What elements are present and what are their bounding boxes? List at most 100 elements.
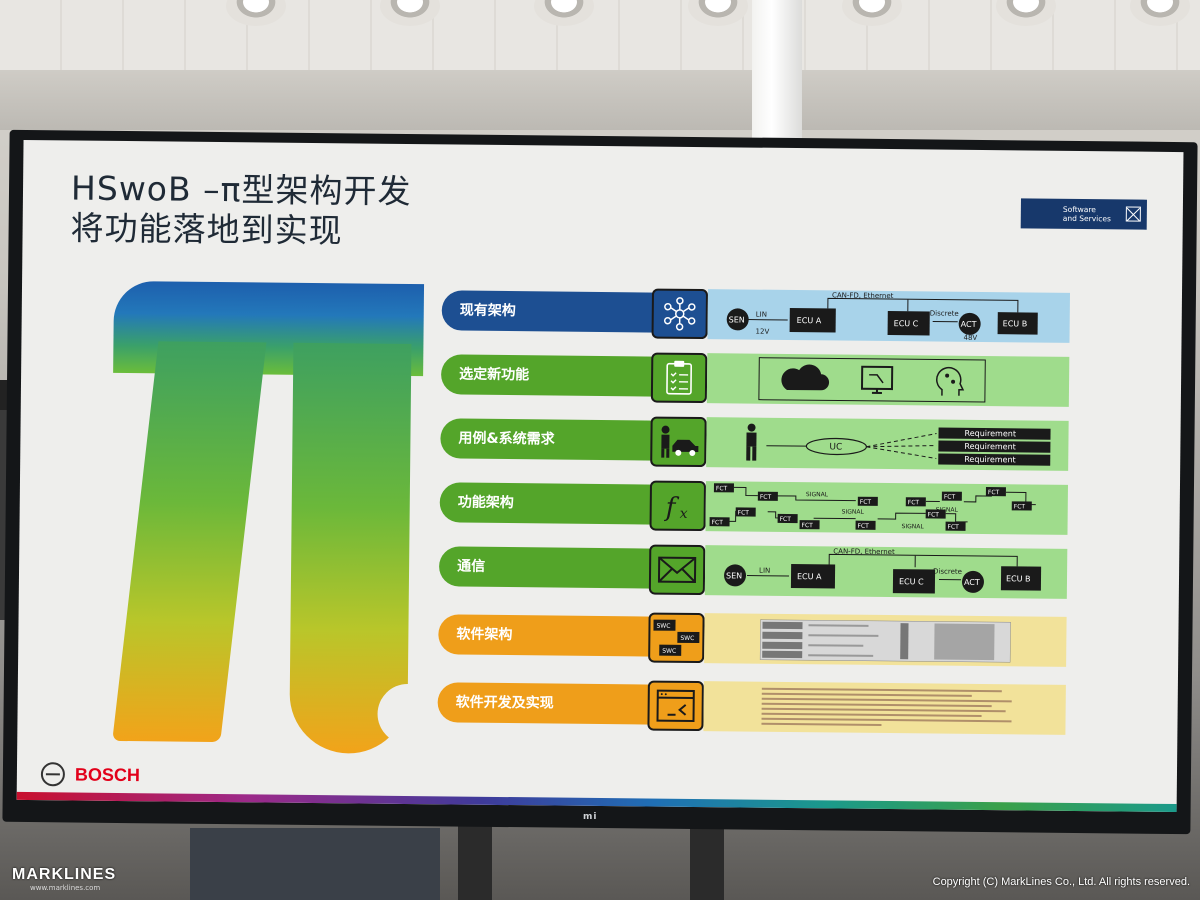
sen-label: SEN xyxy=(726,571,742,580)
uc-label: UC xyxy=(829,442,842,452)
ecu-b-label: ECU B xyxy=(1003,319,1028,328)
terminal-window-icon xyxy=(647,680,704,732)
row-software-development: 软件开发及实现 xyxy=(437,678,1067,735)
swc-label: SWC xyxy=(680,635,694,642)
slide-color-band xyxy=(16,791,1177,813)
person-car-icon xyxy=(650,416,707,468)
row-use-case-requirements: 用例&系统需求 xyxy=(440,414,1070,471)
act-label: ACT xyxy=(961,320,977,329)
ecu-a-label: ECU A xyxy=(797,316,822,325)
row-functional-architecture: 功能架构 f x FCT FCT SIGNAL FCT FCT FCT SIGN… xyxy=(439,478,1070,535)
bosch-logo: BOSCH xyxy=(40,762,141,787)
ceiling-lamp xyxy=(226,0,286,26)
fct-label: FCT xyxy=(760,494,772,501)
canfd-label: CAN-FD, Ethernet xyxy=(832,291,894,300)
new-function-panel xyxy=(706,353,1070,407)
row-communication: 通信 SEN LIN ECU A CAN-FD, Ethernet EC xyxy=(438,542,1069,599)
lin-label: LIN xyxy=(756,311,767,319)
row-label: 软件开发及实现 xyxy=(437,682,653,725)
sen-label: SEN xyxy=(729,315,745,324)
fct-label: FCT xyxy=(780,516,792,523)
requirement-label: Requirement xyxy=(964,429,1016,439)
act-label: ACT xyxy=(964,578,980,587)
row-label: 软件架构 xyxy=(438,614,654,657)
actor-icon xyxy=(746,423,757,461)
fct-label: FCT xyxy=(988,489,1000,496)
copyright-notice: Copyright (C) MarkLines Co., Ltd. All ri… xyxy=(932,876,1190,888)
canfd-label: CAN-FD, Ethernet xyxy=(833,547,895,556)
software-services-badge: Software and Services xyxy=(1020,198,1147,230)
ceiling xyxy=(0,0,1200,70)
voltage-48v-label: 48V xyxy=(963,334,977,342)
ceiling-beam xyxy=(0,70,1200,130)
ceiling-lamp xyxy=(1130,0,1190,26)
display-icon xyxy=(860,365,894,394)
signal-label: SIGNAL xyxy=(806,491,829,498)
swc-label: SWC xyxy=(662,648,676,655)
checklist-icon xyxy=(650,352,708,404)
fct-label: FCT xyxy=(908,499,920,506)
presentation-slide: HSwoB –π型架构开发 将功能落地到实现 Software and Serv… xyxy=(16,139,1184,813)
fct-label: FCT xyxy=(802,522,814,529)
ai-head-icon xyxy=(936,366,965,396)
requirement-label: Requirement xyxy=(964,442,1016,452)
ceiling-lamp xyxy=(688,0,748,26)
functional-architecture-diagram: FCT FCT SIGNAL FCT FCT FCT SIGNAL FCT FC… xyxy=(705,481,1068,535)
fct-label: FCT xyxy=(944,494,956,501)
ecu-a-label: ECU A xyxy=(797,572,822,581)
ecu-c-label: ECU C xyxy=(899,577,924,586)
row-label: 选定新功能 xyxy=(440,354,657,397)
signal-label: SIGNAL xyxy=(902,523,925,530)
lin-label: LIN xyxy=(759,567,770,575)
x-box-icon xyxy=(1125,206,1141,222)
network-icon xyxy=(651,288,709,340)
code-panel xyxy=(703,681,1066,735)
fct-label: FCT xyxy=(1014,503,1026,510)
fct-label: FCT xyxy=(948,524,960,531)
existing-architecture-diagram: SEN LIN 12V ECU A CAN-FD, Ethernet ECU C… xyxy=(707,289,1071,343)
ceiling-lamp xyxy=(996,0,1056,26)
ceiling-lamp xyxy=(380,0,440,26)
voltage-12v-label: 12V xyxy=(756,328,770,336)
ceiling-lamp xyxy=(534,0,594,26)
signal-label: SIGNAL xyxy=(936,507,959,514)
fct-label: FCT xyxy=(738,509,750,516)
tv-stand-right xyxy=(690,820,724,900)
fct-label: FCT xyxy=(860,499,872,506)
row-label: 通信 xyxy=(438,546,655,589)
white-pillar xyxy=(752,0,802,160)
signal-label: SIGNAL xyxy=(842,509,865,516)
marklines-url: www.marklines.com xyxy=(30,884,101,892)
ecu-c-label: ECU C xyxy=(894,319,919,328)
communication-diagram: SEN LIN ECU A CAN-FD, Ethernet ECU C Dis… xyxy=(704,545,1068,599)
row-existing-architecture: 现有架构 SEN LIN xyxy=(441,286,1072,343)
bosch-armature-icon xyxy=(40,762,66,787)
software-architecture-panel xyxy=(704,613,1067,667)
row-software-architecture: 软件架构 SWC SWC SWC xyxy=(438,610,1068,667)
swc-components-icon: SWC SWC SWC xyxy=(648,612,705,664)
slide-title-line1: HSwoB –π型架构开发 xyxy=(70,168,412,212)
envelope-icon xyxy=(648,544,706,596)
pi-symbol-right-leg xyxy=(289,342,412,754)
ecu-b-label: ECU B xyxy=(1006,574,1031,583)
fct-label: FCT xyxy=(712,519,724,526)
function-fx-icon: f x xyxy=(649,480,707,532)
row-select-new-function: 选定新功能 xyxy=(440,350,1071,407)
tv-brand-logo: mi xyxy=(583,812,598,822)
fct-label: FCT xyxy=(716,485,728,492)
svg-text:f: f xyxy=(664,493,680,523)
use-case-diagram: UC Requirement Requirement Requirement xyxy=(706,417,1069,471)
cloud-icon xyxy=(781,364,829,391)
requirement-label: Requirement xyxy=(964,455,1016,465)
row-label: 功能架构 xyxy=(439,482,655,525)
bosch-wordmark: BOSCH xyxy=(74,764,141,785)
tv-monitor: HSwoB –π型架构开发 将功能落地到实现 Software and Serv… xyxy=(2,129,1198,835)
swc-label: SWC xyxy=(656,623,670,630)
pi-symbol-left-leg xyxy=(112,341,267,743)
discrete-label: Discrete xyxy=(933,567,962,575)
fct-label: FCT xyxy=(928,511,940,518)
row-label: 用例&系统需求 xyxy=(440,418,656,461)
background-object xyxy=(190,828,440,900)
fct-label: FCT xyxy=(858,523,870,530)
svg-text:x: x xyxy=(680,506,688,522)
